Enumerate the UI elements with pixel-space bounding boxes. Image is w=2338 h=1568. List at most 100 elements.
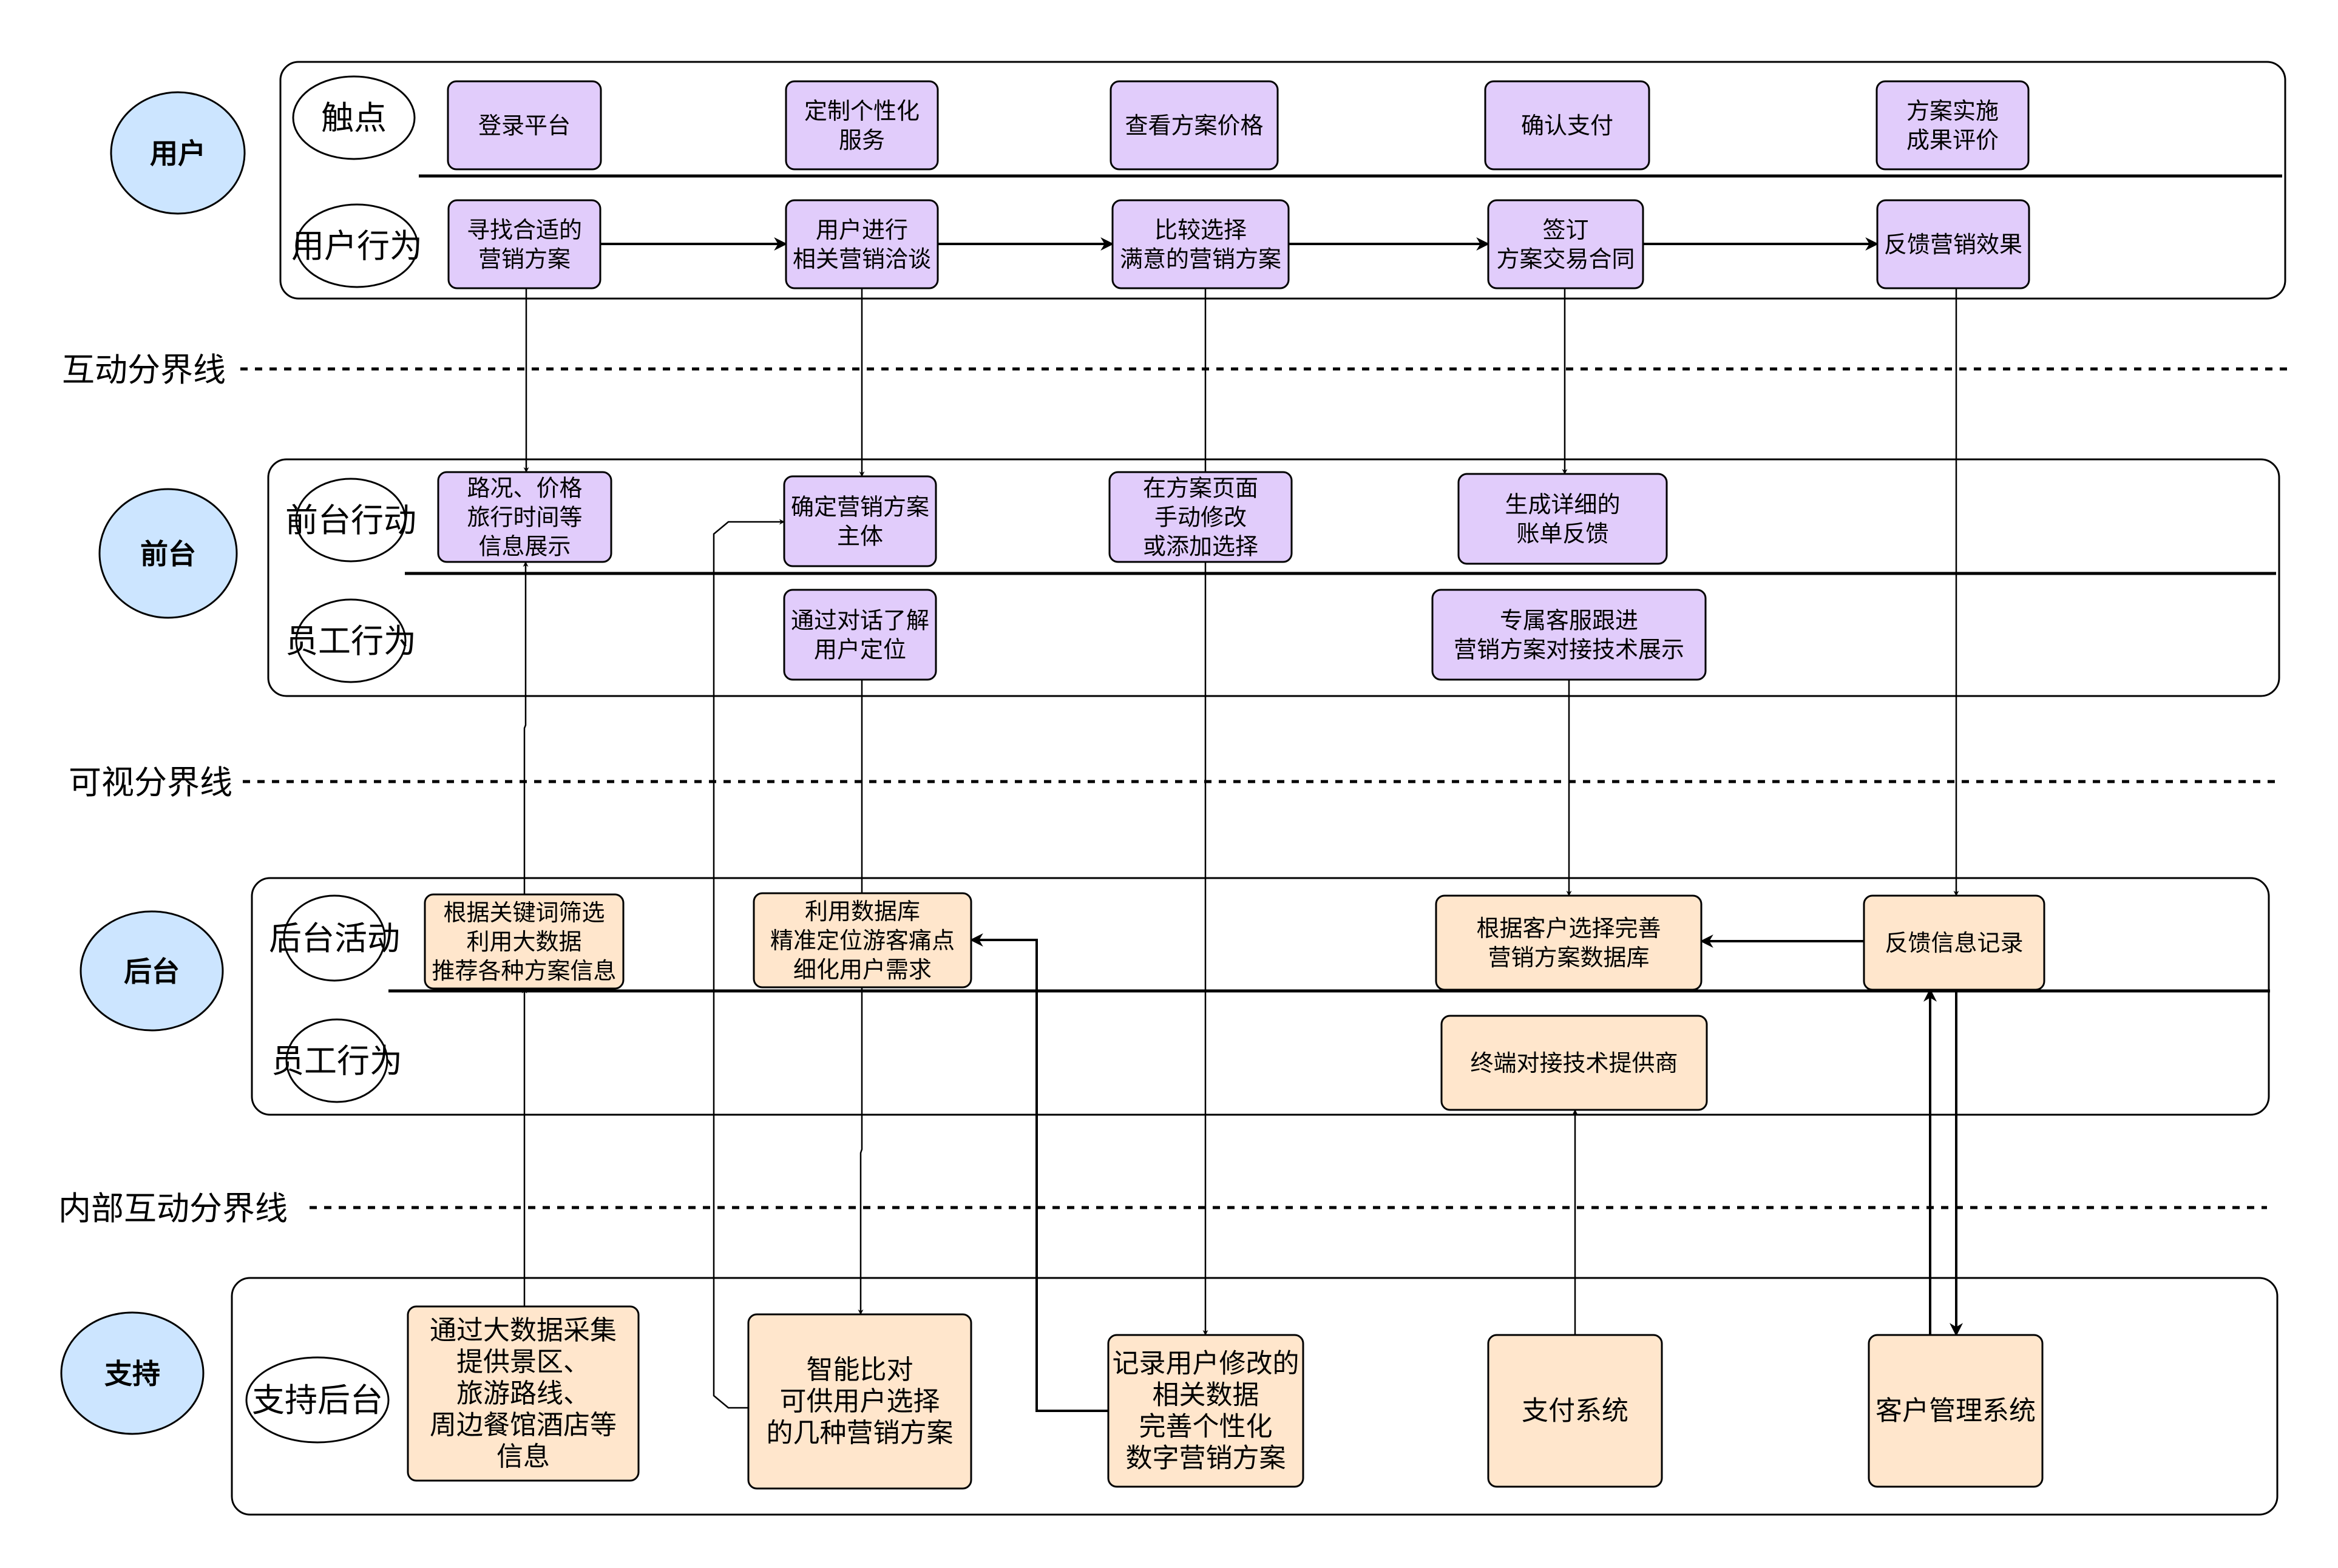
- node-box[interactable]: [753, 892, 972, 988]
- node-text-line: 细化用户需求: [793, 956, 932, 983]
- node-box[interactable]: [785, 199, 939, 289]
- node-box[interactable]: [1487, 199, 1644, 289]
- row-label-user-1: 用户行为: [291, 203, 422, 288]
- lane-user: [279, 61, 2286, 300]
- node-text-line: 账单反馈: [1516, 520, 1608, 547]
- row-label-shape: [295, 203, 419, 288]
- row-label-shape: [295, 598, 407, 683]
- node-text-line: 根据客户选择完善: [1476, 915, 1661, 942]
- node-text-line: 或添加选择: [1143, 533, 1258, 559]
- node-box[interactable]: [1863, 894, 2045, 991]
- boundary-label: 内部互动分界线: [58, 1189, 288, 1228]
- row-label-shape: [285, 1018, 388, 1103]
- node-box[interactable]: [1876, 199, 2030, 289]
- node-text-line: 完善个性化: [1139, 1411, 1273, 1442]
- node-text-line: 相关数据: [1153, 1380, 1259, 1411]
- node-text-line: 专属客服跟进: [1500, 607, 1638, 634]
- row-label-text: 触点: [321, 99, 387, 137]
- node-box[interactable]: [1457, 473, 1668, 565]
- node-t3[interactable]: 查看方案价格: [1110, 80, 1279, 171]
- node-box[interactable]: [1435, 894, 1703, 991]
- node-t1[interactable]: 登录平台: [447, 80, 602, 171]
- node-text-line: 根据关键词筛选: [443, 899, 605, 926]
- node-box[interactable]: [437, 471, 612, 563]
- node-text-line: 方案实施: [1906, 98, 1999, 124]
- node-text-line: 满意的营销方案: [1120, 246, 1281, 272]
- node-box[interactable]: [1487, 1334, 1663, 1488]
- lane-container-back: [251, 877, 2270, 1116]
- lane-title-back: 后台: [80, 910, 224, 1032]
- lane-containers: [231, 61, 2286, 1516]
- node-box[interactable]: [1440, 1015, 1708, 1111]
- node-s5[interactable]: 客户管理系统: [1868, 1334, 2044, 1488]
- node-box[interactable]: [783, 475, 937, 567]
- node-text-line: 成果评价: [1906, 127, 1999, 154]
- node-text-line: 查看方案价格: [1125, 112, 1263, 139]
- node-s4[interactable]: 支付系统: [1487, 1334, 1663, 1488]
- node-u5[interactable]: 反馈营销效果: [1876, 199, 2030, 289]
- node-text-line: 用户进行: [816, 217, 908, 243]
- node-box[interactable]: [447, 80, 602, 171]
- node-box[interactable]: [783, 589, 937, 681]
- row-label-user-0: 触点: [292, 75, 416, 160]
- node-text-line: 记录用户修改的: [1113, 1348, 1299, 1379]
- node-box[interactable]: [1107, 1334, 1304, 1488]
- node-text-line: 签订: [1542, 217, 1588, 243]
- node-text-line: 通过大数据采集: [430, 1315, 617, 1346]
- connectors: [521, 237, 1963, 1412]
- node-text-line: 确认支付: [1521, 112, 1613, 139]
- row-label-text: 前台行动: [285, 501, 416, 539]
- node-text-line: 主体: [837, 522, 883, 549]
- node-box[interactable]: [747, 1313, 972, 1490]
- node-box[interactable]: [447, 199, 601, 289]
- node-box[interactable]: [424, 893, 625, 990]
- node-t4[interactable]: 确认支付: [1484, 80, 1650, 171]
- node-box[interactable]: [407, 1305, 640, 1482]
- node-text-line: 方案交易合同: [1496, 246, 1635, 272]
- lane-title-text: 用户: [150, 137, 206, 170]
- node-text-line: 推荐各种方案信息: [432, 958, 616, 984]
- node-box[interactable]: [1484, 80, 1650, 171]
- node-text-line: 信息: [496, 1441, 550, 1472]
- node-be1[interactable]: 终端对接技术提供商: [1440, 1015, 1708, 1111]
- node-text-line: 服务: [839, 127, 885, 154]
- node-box[interactable]: [785, 80, 939, 171]
- node-box[interactable]: [1875, 80, 2030, 171]
- node-text-line: 反馈营销效果: [1884, 231, 2022, 258]
- node-box[interactable]: [1868, 1334, 2044, 1488]
- boundary-label: 互动分界线: [62, 351, 226, 389]
- lane-front: [267, 458, 2280, 697]
- node-box[interactable]: [1108, 471, 1293, 563]
- node-text-line: 寻找合适的: [467, 217, 582, 243]
- node-text-line: 精准定位游客痛点: [770, 927, 955, 954]
- node-text-line: 利用数据库: [805, 898, 920, 925]
- node-text-line: 登录平台: [478, 112, 571, 139]
- node-box[interactable]: [1111, 199, 1290, 289]
- node-box[interactable]: [1110, 80, 1279, 171]
- connector-fe1-to-s2: [858, 680, 864, 1315]
- node-b4[interactable]: 反馈信息记录: [1863, 894, 2045, 991]
- lane-title-support: 支持: [60, 1311, 205, 1435]
- node-box[interactable]: [1431, 589, 1707, 681]
